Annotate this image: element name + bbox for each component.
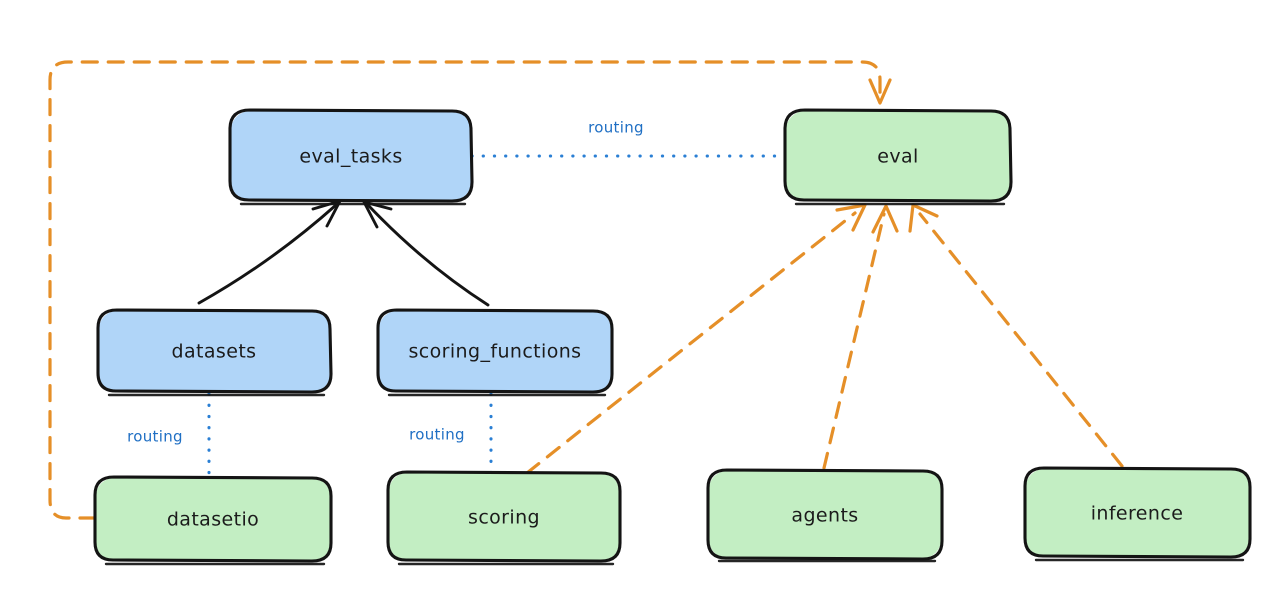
node-datasetio[interactable]: datasetio [93,475,333,566]
node-scoring-functions-label: scoring_functions [409,341,582,363]
node-agents-outline [706,468,944,561]
node-agents[interactable]: agents [706,468,944,563]
node-inference-label: inference [1091,503,1184,525]
node-scoring-functions-outline [376,308,614,394]
node-datasets-outline [96,308,333,394]
node-datasetio-label: datasetio [167,509,259,531]
node-eval[interactable]: eval [783,108,1013,206]
node-eval-fill [786,111,1010,201]
node-inference-outline [1023,466,1252,559]
edge-inference-to-eval [908,203,1124,468]
edge-label-routing-datasets-datasetio: routing [127,428,183,446]
node-inference[interactable]: inference [1023,466,1252,562]
node-datasets-label: datasets [172,341,257,363]
edge-agents-to-eval [822,204,899,470]
node-eval-tasks[interactable]: eval_tasks [228,108,474,206]
node-scoring[interactable]: scoring [386,470,622,566]
edge-datasets-to-datasetio: routing [127,392,211,479]
node-datasetio-fill [96,478,330,561]
node-scoring-outline [386,470,622,563]
node-scoring-label: scoring [468,507,540,529]
node-datasets[interactable]: datasets [96,308,333,397]
edge-label-routing-scoring-functions-scoring: routing [409,426,465,444]
edge-label-routing-eval-tasks-eval: routing [588,119,644,137]
node-agents-label: agents [791,505,858,527]
node-datasets-fill [99,311,330,392]
edge-scoring-functions-to-eval-tasks [362,200,490,307]
edge-datasets-to-eval-tasks-line [197,203,338,305]
edge-datasetio-to-eval-line [48,60,882,520]
node-eval-tasks-outline [228,108,474,203]
edge-scoring-to-eval-arrowhead [835,203,867,232]
node-agents-fill [709,471,941,558]
node-datasetio-outline [93,475,333,563]
edge-datasets-to-eval-tasks [197,199,342,305]
edge-scoring-functions-to-eval-tasks-line [366,203,490,307]
edge-scoring-functions-to-scoring: routing [409,392,493,475]
node-eval-tasks-label: eval_tasks [299,146,402,168]
edge-datasetio-to-eval [48,60,892,520]
edge-scoring-to-eval-line [525,211,857,475]
edge-agents-to-eval-line [822,212,886,470]
edge-datasetio-to-eval-arrowhead [868,78,892,105]
edge-inference-to-eval-line [918,212,1124,468]
edge-eval-tasks-to-eval: routing [470,119,788,158]
node-eval-label: eval [877,146,918,168]
node-scoring-functions-fill [379,311,611,392]
node-eval-tasks-fill [231,111,471,201]
node-inference-fill [1026,469,1249,557]
edge-agents-to-eval-arrowhead [871,204,899,234]
node-eval-outline [783,108,1013,203]
node-scoring-fill [389,473,619,561]
node-scoring-functions[interactable]: scoring_functions [376,308,614,397]
